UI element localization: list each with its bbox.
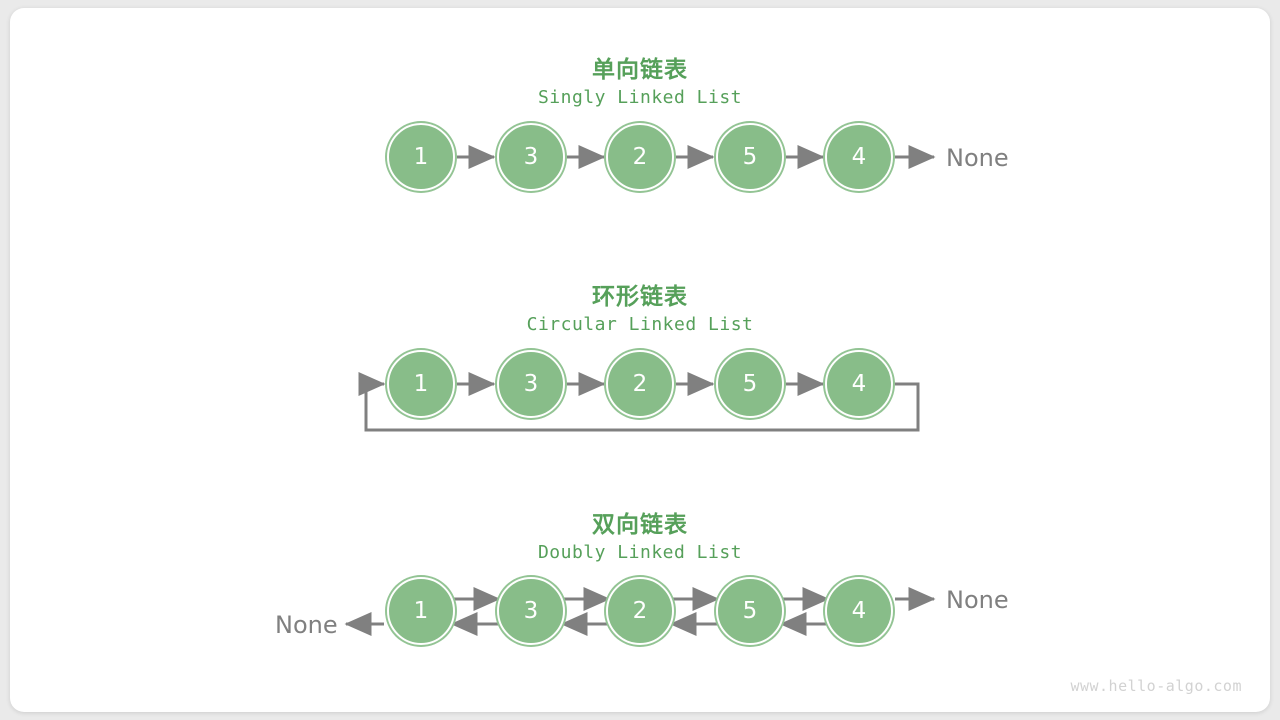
node-singly-0[interactable]: 1 bbox=[387, 123, 455, 191]
section-subtitle-circular: Circular Linked List bbox=[526, 314, 754, 335]
node-singly-4[interactable]: 4 bbox=[825, 123, 893, 191]
node-circular-3[interactable]: 5 bbox=[716, 350, 784, 418]
node-circular-2[interactable]: 2 bbox=[606, 350, 674, 418]
node-circular-1[interactable]: 3 bbox=[497, 350, 565, 418]
node-circular-4[interactable]: 4 bbox=[825, 350, 893, 418]
none-label-doubly-tail: None bbox=[946, 586, 1009, 614]
node-doubly-4[interactable]: 4 bbox=[825, 577, 893, 645]
node-circular-0[interactable]: 1 bbox=[387, 350, 455, 418]
section-subtitle-singly: Singly Linked List bbox=[537, 87, 743, 108]
none-label-singly-tail: None bbox=[946, 144, 1009, 172]
section-subtitle-doubly: Doubly Linked List bbox=[537, 542, 743, 563]
node-doubly-2[interactable]: 2 bbox=[606, 577, 674, 645]
node-doubly-1[interactable]: 3 bbox=[497, 577, 565, 645]
section-title-circular: 环形链表 bbox=[592, 283, 688, 309]
node-singly-2[interactable]: 2 bbox=[606, 123, 674, 191]
section-title-doubly: 双向链表 bbox=[592, 511, 688, 537]
node-singly-3[interactable]: 5 bbox=[716, 123, 784, 191]
node-singly-1[interactable]: 3 bbox=[497, 123, 565, 191]
section-title-singly: 单向链表 bbox=[592, 56, 688, 82]
node-doubly-0[interactable]: 1 bbox=[387, 577, 455, 645]
none-label-doubly-head: None bbox=[275, 611, 338, 639]
node-doubly-3[interactable]: 5 bbox=[716, 577, 784, 645]
watermark: www.hello-algo.com bbox=[1070, 677, 1242, 695]
